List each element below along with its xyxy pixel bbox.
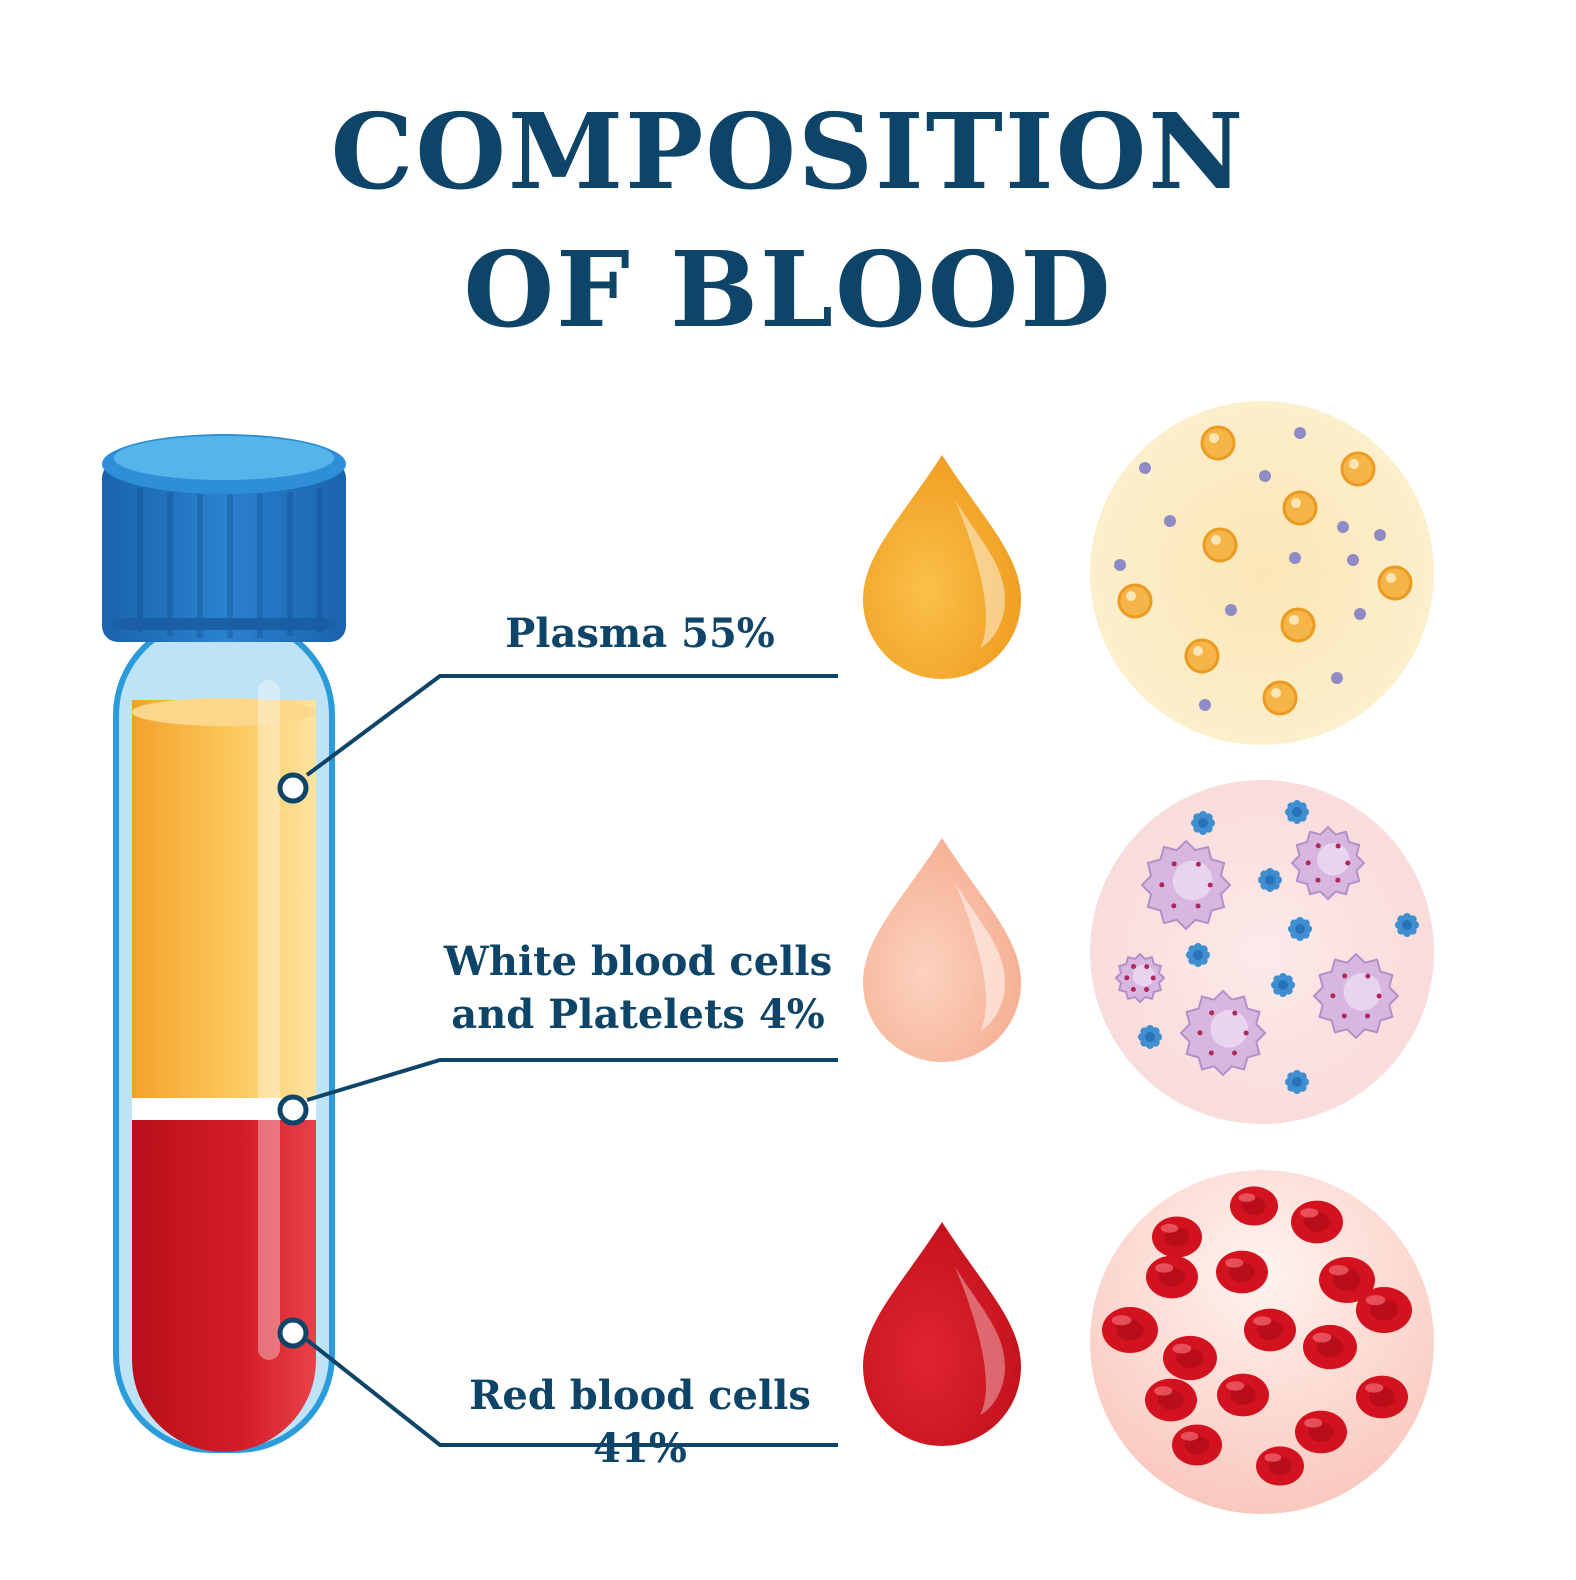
drop-red-cells: [863, 1222, 1021, 1446]
platelet-icon: [1198, 818, 1208, 828]
label-plasma-percent: 55%: [681, 610, 775, 657]
drop-wbc-platelets: [863, 838, 1021, 1062]
plasma-protein-icon: [1184, 638, 1220, 674]
tube-red-cell-layer: [132, 1120, 316, 1452]
test-tube: [102, 434, 346, 1453]
magnified-plasma: [1090, 401, 1434, 745]
plasma-protein-icon: [1117, 583, 1153, 619]
label-plasma-name: Plasma: [505, 610, 668, 657]
plasma-particle-icon: [1354, 608, 1366, 620]
label-rbc: Red blood cells 41%: [420, 1370, 860, 1476]
label-wbc-platelets: White blood cells and Platelets 4%: [436, 936, 840, 1042]
leader-lines: [305, 674, 838, 1447]
marker-rbc: [277, 1317, 309, 1349]
tube-cap-ridges: [137, 488, 323, 638]
platelet-icon: [1292, 1077, 1302, 1087]
marker-wbc: [277, 1094, 309, 1126]
magnified-red-cells: [1090, 1170, 1434, 1514]
plasma-particle-icon: [1347, 554, 1359, 566]
plasma-protein-icon: [1200, 425, 1236, 461]
leader-markers: [277, 772, 309, 1349]
plasma-particle-icon: [1164, 515, 1176, 527]
leader-line-wbc: [306, 1058, 838, 1102]
label-rbc-percent: 41%: [593, 1424, 687, 1472]
drop-plasma: [863, 455, 1021, 679]
platelet-icon: [1278, 980, 1288, 990]
plasma-particle-icon: [1225, 604, 1237, 616]
plasma-protein-icon: [1202, 527, 1238, 563]
plasma-particle-icon: [1259, 470, 1271, 482]
platelet-icon: [1265, 875, 1275, 885]
title-line-2: OF BLOOD: [463, 228, 1113, 351]
title-line-1: COMPOSITION: [330, 90, 1246, 213]
tube-buffy-coat-layer: [132, 1098, 316, 1120]
plasma-particle-icon: [1331, 672, 1343, 684]
plasma-particle-icon: [1289, 552, 1301, 564]
plasma-protein-icon: [1282, 490, 1318, 526]
leader-line-plasma: [305, 674, 838, 777]
platelet-icon: [1292, 807, 1302, 817]
plasma-protein-icon: [1280, 607, 1316, 643]
leader-line-rbc: [305, 1338, 838, 1447]
platelet-icon: [1295, 924, 1305, 934]
tube-plasma-surface: [132, 698, 316, 726]
tube-highlight: [258, 680, 280, 1360]
plasma-protein-icon: [1377, 565, 1413, 601]
plasma-particle-icon: [1114, 559, 1126, 571]
label-rbc-name: Red blood cells: [469, 1372, 811, 1419]
plasma-particle-icon: [1374, 529, 1386, 541]
tube-cap: [102, 462, 346, 642]
tube-plasma-layer: [132, 700, 316, 1102]
plasma-protein-icon: [1262, 680, 1298, 716]
marker-plasma: [277, 772, 309, 804]
magnified-wbc-platelets: [1090, 780, 1434, 1124]
plasma-particle-icon: [1337, 521, 1349, 533]
plasma-particle-icon: [1199, 699, 1211, 711]
label-plasma: Plasma 55%: [440, 608, 840, 661]
plasma-protein-icon: [1340, 451, 1376, 487]
platelet-icon: [1145, 1032, 1155, 1042]
plasma-particle-icon: [1294, 427, 1306, 439]
plasma-particle-icon: [1139, 462, 1151, 474]
label-wbc-line2: and Platelets: [451, 990, 745, 1038]
platelet-icon: [1402, 920, 1412, 930]
label-wbc-line1: White blood cells: [443, 938, 833, 985]
platelet-icon: [1193, 950, 1203, 960]
label-wbc-percent: 4%: [758, 990, 825, 1038]
